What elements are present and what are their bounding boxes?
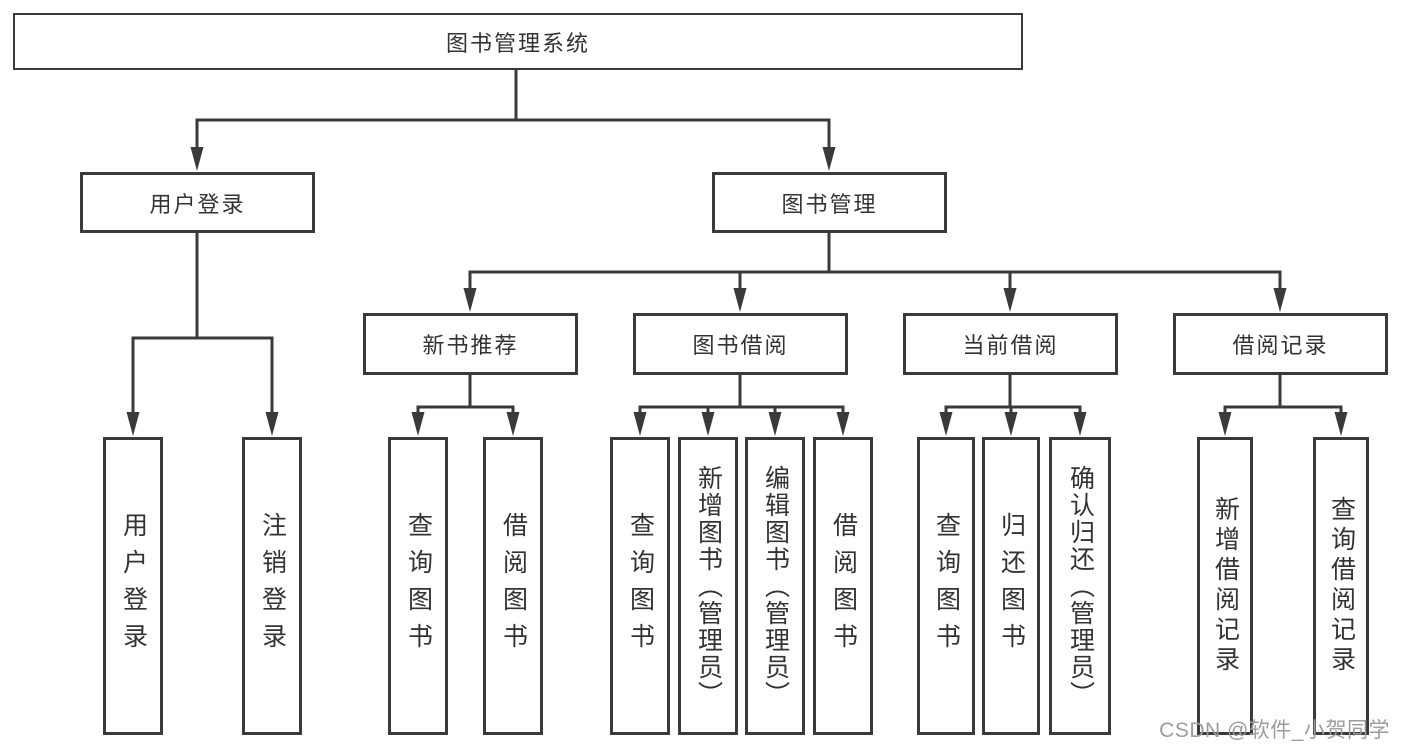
node-label: 查询图书 (626, 512, 655, 660)
node-user-login: 用户登录 (80, 172, 315, 233)
node-label: 借阅记录 (1232, 333, 1329, 358)
node-confirm-return-admin: 确认归还（管理员） (1049, 437, 1111, 735)
node-new-book-recommendation: 新书推荐 (363, 313, 578, 375)
node-borrow-books-recommend: 借阅图书 (483, 437, 543, 735)
node-label: 查询借阅记录 (1327, 496, 1356, 676)
node-label: 查询图书 (932, 512, 961, 660)
node-book-borrowing: 图书借阅 (633, 313, 848, 375)
node-user-login-leaf: 用户登录 (103, 437, 163, 735)
node-label: 借阅图书 (499, 512, 528, 660)
node-edit-book-admin: 编辑图书（管理员） (745, 437, 805, 735)
node-label: 用户登录 (119, 512, 148, 660)
node-label: 归还图书 (997, 512, 1026, 660)
node-label: 新增借阅记录 (1211, 496, 1240, 676)
node-borrowing-records: 借阅记录 (1173, 313, 1388, 375)
node-add-book-admin: 新增图书（管理员） (678, 437, 738, 735)
node-return-books: 归还图书 (982, 437, 1040, 735)
node-label: 编辑图书（管理员） (761, 464, 790, 708)
node-label: 借阅图书 (829, 512, 858, 660)
node-book-management: 图书管理 (712, 172, 947, 233)
node-library-management-system: 图书管理系统 (13, 13, 1023, 70)
arrowheads (126, 147, 1348, 436)
node-label: 确认归还（管理员） (1066, 464, 1095, 708)
node-label: 图书管理系统 (445, 30, 590, 56)
node-query-books-recommend: 查询图书 (388, 437, 448, 735)
node-label: 图书管理 (781, 191, 878, 217)
node-query-borrow-record: 查询借阅记录 (1313, 437, 1369, 735)
node-query-books-current: 查询图书 (917, 437, 975, 735)
node-label: 查询图书 (404, 512, 433, 660)
node-label: 注销登录 (258, 512, 287, 660)
node-label: 当前借阅 (962, 333, 1059, 358)
node-current-borrowing: 当前借阅 (903, 313, 1118, 375)
node-query-books-borrowing: 查询图书 (610, 437, 670, 735)
node-label: 用户登录 (149, 191, 246, 217)
watermark: CSDN @软件_小贺同学 (1159, 719, 1390, 742)
node-label: 图书借阅 (692, 333, 789, 358)
node-add-borrow-record: 新增借阅记录 (1197, 437, 1253, 735)
node-label: 新书推荐 (422, 333, 519, 358)
node-label: 新增图书（管理员） (694, 464, 723, 708)
node-logout-leaf: 注销登录 (242, 437, 302, 735)
node-borrow-books-borrowing: 借阅图书 (813, 437, 873, 735)
